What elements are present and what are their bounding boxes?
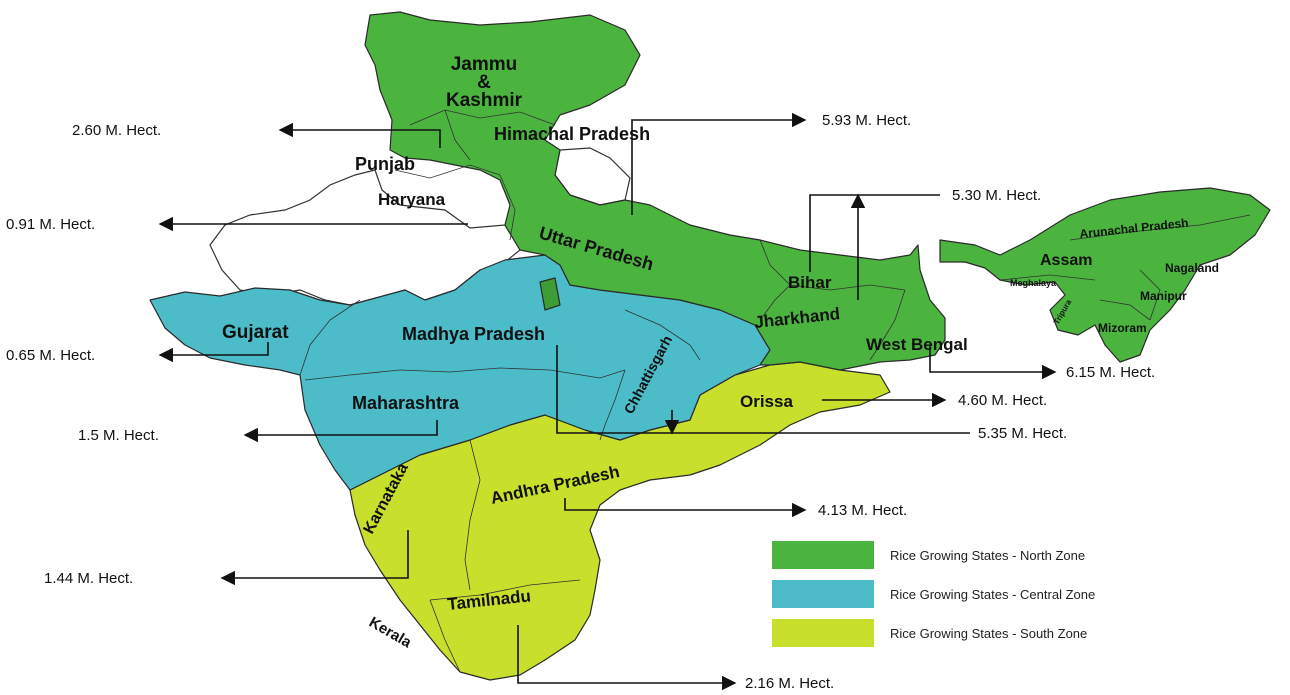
central-zone-region (149, 254, 771, 491)
label-ampersand: & (477, 72, 491, 93)
border-jk-hp (409, 109, 556, 126)
leader-karnataka (220, 530, 409, 586)
leader-maharashtra (243, 420, 438, 443)
border-punjab-haryana (394, 164, 501, 179)
border-gujarat-mp (299, 299, 361, 376)
label-himachal: Himachal Pradesh (494, 124, 650, 144)
northeast-region (939, 187, 1271, 363)
label-meghalaya: Meghalaya (1010, 278, 1057, 288)
border-kerala (429, 599, 461, 673)
border-mp-chhattisgarh (624, 309, 701, 361)
legend-row-north: Rice Growing States - North Zone (772, 541, 1282, 569)
north-zone-patch (539, 277, 561, 311)
label-manipur: Manipur (1140, 289, 1187, 303)
label-kerala: Kerala (366, 614, 415, 652)
legend-label-south: Rice Growing States - South Zone (890, 625, 1088, 641)
area-maharashtra: 1.5 M. Hect. (78, 427, 159, 444)
leader-tamilnadu (517, 625, 737, 691)
area-orissa: 4.60 M. Hect. (958, 392, 1047, 409)
area-gujarat: 0.65 M. Hect. (6, 347, 95, 364)
label-punjab: Punjab (355, 154, 415, 174)
area-labels: 2.60 M. Hect. 5.93 M. Hect. 0.91 M. Hect… (6, 112, 1155, 692)
area-west-bengal: 6.15 M. Hect. (1066, 364, 1155, 381)
area-haryana: 0.91 M. Hect. (6, 216, 95, 233)
border-punjab-hp (444, 109, 471, 161)
area-tamilnadu: 2.16 M. Hect. (745, 675, 834, 692)
area-andhra: 4.13 M. Hect. (818, 502, 907, 519)
leader-bihar-jharkhand (809, 195, 940, 300)
area-punjab: 2.60 M. Hect. (72, 122, 161, 139)
label-madhya-pradesh: Madhya Pradesh (402, 324, 545, 344)
border-up-west (499, 174, 516, 241)
border-jharkhand-wb (869, 289, 906, 361)
leader-punjab (278, 122, 441, 148)
legend-swatch-north (772, 541, 874, 569)
leader-gujarat (158, 342, 269, 363)
leader-lines (158, 112, 1057, 691)
legend-row-central: Rice Growing States - Central Zone (772, 580, 1282, 608)
area-karnataka: 1.44 M. Hect. (44, 570, 133, 587)
leader-mp-chhattisgarh (556, 345, 970, 433)
label-west-bengal: West Bengal (866, 335, 968, 354)
border-bihar-jharkhand (789, 284, 906, 291)
label-kashmir: Kashmir (446, 90, 523, 111)
label-orissa: Orissa (740, 392, 793, 411)
border-ne-states (999, 214, 1251, 321)
label-gujarat: Gujarat (222, 322, 289, 343)
legend-swatch-central (772, 580, 874, 608)
leader-west-bengal (929, 345, 1057, 380)
border-ap-tn (429, 579, 581, 601)
leader-up (631, 112, 807, 215)
legend-label-north: Rice Growing States - North Zone (890, 547, 1086, 563)
label-bihar: Bihar (788, 273, 832, 292)
label-nagaland: Nagaland (1165, 261, 1219, 275)
legend-row-south: Rice Growing States - South Zone (772, 619, 1282, 647)
leader-andhra (564, 498, 807, 518)
border-mp-maharashtra (304, 367, 626, 381)
map-legend: Rice Growing States - North Zone Rice Gr… (772, 541, 1282, 658)
label-haryana: Haryana (378, 190, 446, 209)
label-maharashtra: Maharashtra (352, 393, 460, 413)
area-bihar-jharkhand: 5.30 M. Hect. (952, 187, 1041, 204)
border-ap-karnataka (464, 439, 481, 591)
north-zone-region (364, 11, 946, 371)
legend-label-central: Rice Growing States - Central Zone (890, 586, 1096, 602)
area-uttar-pradesh: 5.93 M. Hect. (822, 112, 911, 129)
area-mp-chhattisgarh: 5.35 M. Hect. (978, 425, 1067, 442)
label-jammu: Jammu (451, 54, 518, 75)
legend-swatch-south (772, 619, 874, 647)
label-assam: Assam (1040, 252, 1092, 269)
label-mizoram: Mizoram (1098, 321, 1147, 335)
